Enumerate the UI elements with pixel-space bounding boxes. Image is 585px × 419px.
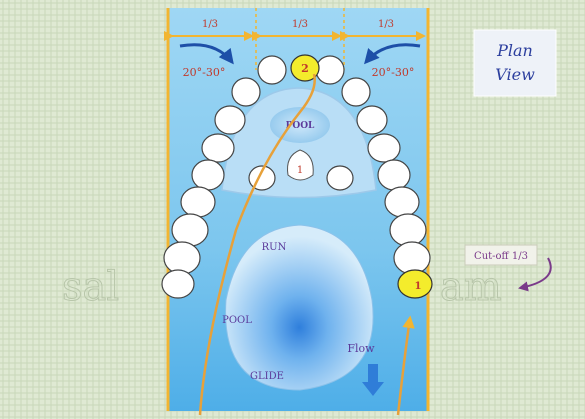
tooth [394,242,430,274]
plan-view-line1: Plan [496,41,533,60]
right-angle-label: 20°-30° [372,66,415,79]
palate-marker-1: 1 [297,165,303,176]
tongue-pool-label: POOL [222,315,252,326]
tooth [368,134,400,162]
flow-label: Flow [347,342,375,355]
tooth [385,187,419,217]
plan-view-line2: View [495,65,535,84]
left-third-label: 1/3 [202,19,218,30]
right-marker-1: 1 [415,281,422,292]
tooth [357,106,387,134]
tooth [342,78,370,106]
tooth [202,134,234,162]
palate-marker-2: 2 [301,62,309,75]
tooth [232,78,260,106]
tooth [378,160,410,190]
left-angle-label: 20°-30° [183,66,226,79]
tooth [390,214,426,246]
tongue [226,225,374,390]
cutoff-label: Cut-off 1/3 [474,251,528,262]
tooth [172,214,208,246]
tooth [164,242,200,274]
ghost-text-right: am [440,264,502,310]
tongue-run-label: RUN [262,242,287,253]
tooth [258,56,286,84]
tooth [192,160,224,190]
plan-view-box [474,30,556,96]
tooth [327,166,353,190]
tongue-glide-label: GLIDE [250,371,284,382]
ghost-text-left: sal [62,264,119,310]
tooth [215,106,245,134]
tooth [181,187,215,217]
middle-third-label: 1/3 [292,19,308,30]
right-third-label: 1/3 [378,19,394,30]
tooth [316,56,344,84]
tooth [162,270,194,298]
